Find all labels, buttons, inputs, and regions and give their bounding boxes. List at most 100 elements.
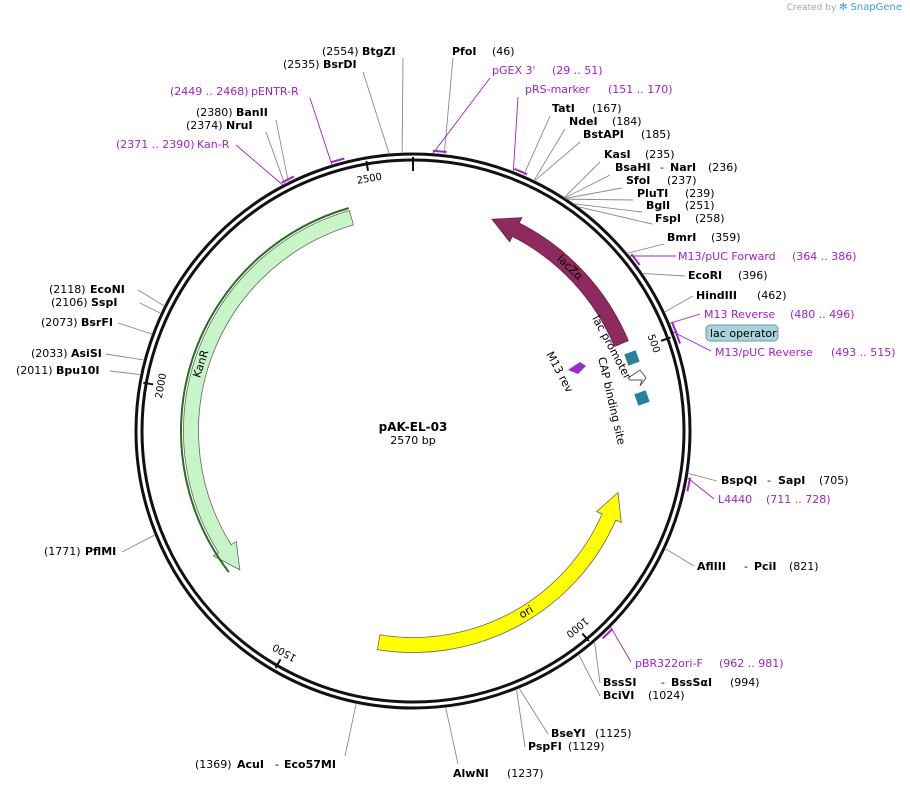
enzyme-bstapi[interactable]: BstAPI (583, 128, 624, 141)
enzyme-banii[interactable]: BanII (236, 106, 268, 119)
enzyme-acui[interactable]: AcuI (237, 758, 264, 771)
enzyme-btgzi[interactable]: BtgZI (362, 45, 396, 58)
primer-pbr322ori-f[interactable]: pBR322ori-F (635, 657, 703, 670)
lac-operator-badge[interactable]: lac operator (705, 324, 779, 342)
enzyme-ecori[interactable]: EcoRI (688, 269, 722, 282)
enzyme-afliii[interactable]: AflIII (697, 560, 726, 573)
enzyme-pos-bsrdi: (2535) (283, 58, 320, 71)
enzyme-asisi[interactable]: AsiSI (71, 347, 102, 360)
primer-prs-marker[interactable]: pRS-marker (525, 83, 590, 96)
enzyme-econi[interactable]: EcoNI (90, 283, 125, 296)
tick-label: 2000 (154, 372, 169, 399)
primer-leader-line (669, 313, 701, 324)
enzyme-nrui[interactable]: NruI (226, 119, 253, 132)
enzyme-bmri[interactable]: BmrI (667, 231, 696, 244)
enzyme-sep-acui: - (275, 758, 279, 771)
created-by-text: Created by (786, 3, 837, 13)
primer-m13-puc-forward[interactable]: M13/pUC Forward (678, 250, 776, 263)
feature-ori-arrow[interactable] (376, 491, 622, 653)
primer-pgex3[interactable]: pGEX 3' (492, 64, 536, 77)
enzyme-bsrdi[interactable]: BsrDI (323, 58, 357, 71)
tick-mark (660, 336, 671, 342)
enzyme-sep-bsahi: - (660, 161, 664, 174)
primer-site-mark (281, 175, 295, 184)
primer-site-mark (630, 253, 641, 266)
enzyme-leader-line (344, 703, 357, 757)
enzyme-leader-line (578, 654, 601, 697)
enzyme-leader-line (664, 295, 694, 313)
enzyme-pos-alwni: (1237) (507, 767, 544, 780)
primer-site-mark (674, 330, 681, 344)
primer-leader-line (672, 331, 712, 352)
enzyme-leader-line (664, 548, 695, 567)
enzyme-pos-tati: (167) (592, 102, 622, 115)
enzyme-pos-banii: (2380) (196, 106, 233, 119)
enzyme-bspqi[interactable]: BspQI (721, 474, 757, 487)
tick-label: 2500 (356, 172, 383, 187)
tick-mark (143, 381, 154, 386)
enzyme-bgli[interactable]: BglI (646, 199, 670, 212)
primer-site-mark (686, 477, 692, 492)
enzyme-ndei[interactable]: NdeI (569, 115, 598, 128)
enzyme-sspi[interactable]: SspI (91, 296, 117, 309)
enzyme-bsrfi[interactable]: BsrFI (81, 316, 113, 329)
enzyme-leader-line (401, 57, 404, 154)
primer-m13-puc-reverse[interactable]: M13/pUC Reverse (715, 346, 813, 359)
enzyme-fspi[interactable]: FspI (655, 212, 681, 225)
enzyme-leader-line (576, 206, 653, 225)
enzyme-pos-econi: (2118) (49, 283, 86, 296)
enzyme-leader-line (109, 370, 141, 376)
enzyme-leader-line (518, 687, 549, 735)
primer-leader-line (610, 626, 632, 663)
feature-lacz-arrow[interactable] (491, 217, 629, 347)
enzyme-sfoi[interactable]: SfoI (626, 174, 650, 187)
enzyme-sapi[interactable]: SapI (778, 474, 805, 487)
primer-leader-line (686, 476, 715, 500)
enzyme-leader-line (594, 641, 601, 684)
enzyme-pfoi[interactable]: PfoI (452, 45, 477, 58)
lac-promoter-arrow (627, 369, 647, 387)
enzyme-bsssai[interactable]: BssSαI (671, 676, 712, 689)
enzyme-leader-line (533, 128, 566, 181)
primer-range-m13-reverse: (480 .. 496) (790, 308, 855, 321)
primer-l4440[interactable]: L4440 (718, 493, 752, 506)
tick-label: 500 (645, 333, 662, 355)
enzyme-eco57mi[interactable]: Eco57MI (284, 758, 336, 771)
enzyme-bcivi[interactable]: BciVI (603, 689, 634, 702)
enzyme-bsssi[interactable]: BssSI (603, 676, 637, 689)
primer-range-m13-puc-reverse: (493 .. 515) (831, 346, 896, 359)
feature-kanr-arrow[interactable] (183, 210, 354, 571)
enzyme-alwni[interactable]: AlwNI (453, 767, 489, 780)
enzyme-pos-fspi: (258) (695, 212, 725, 225)
enzyme-pos-bstapi: (185) (641, 128, 671, 141)
enzyme-pflmi[interactable]: PflMI (85, 545, 116, 558)
plasmid-name: pAK-EL-03 (379, 420, 448, 434)
primer-range-m13-puc-forward: (364 .. 386) (792, 250, 857, 263)
enzyme-bseyi[interactable]: BseYI (551, 727, 585, 740)
enzyme-hindiii[interactable]: HindIII (696, 289, 737, 302)
enzyme-kasi[interactable]: KasI (604, 148, 631, 161)
enzyme-leader-line (117, 322, 153, 335)
enzyme-pspfi[interactable]: PspFI (528, 740, 562, 753)
primer-leader-line (512, 96, 519, 172)
enzyme-bpu10i[interactable]: Bpu10I (56, 364, 100, 377)
tick-mark (581, 632, 590, 642)
enzyme-pluti[interactable]: PluTI (637, 187, 668, 200)
primer-m13-reverse[interactable]: M13 Reverse (704, 308, 775, 321)
feature-ori-label: ori (517, 603, 536, 622)
enzyme-pos-bsahi: (236) (708, 161, 738, 174)
enzyme-pos-bcivi: (1024) (648, 689, 685, 702)
enzyme-tati[interactable]: TatI (552, 102, 575, 115)
enzyme-leader-line (516, 688, 526, 748)
enzyme-nari[interactable]: NarI (670, 161, 696, 174)
enzyme-pcii[interactable]: PciI (754, 560, 776, 573)
enzyme-leader-line (275, 119, 289, 183)
enzyme-pos-sspi: (2106) (51, 296, 88, 309)
kanr-strand-line (180, 207, 349, 573)
enzyme-pos-acui: (1369) (195, 758, 232, 771)
enzyme-bsahi[interactable]: BsaHI (615, 161, 651, 174)
primer-pentr-r[interactable]: pENTR-R (251, 85, 299, 98)
primer-kan-r[interactable]: Kan-R (197, 138, 230, 151)
lac-operator-box (624, 350, 640, 366)
